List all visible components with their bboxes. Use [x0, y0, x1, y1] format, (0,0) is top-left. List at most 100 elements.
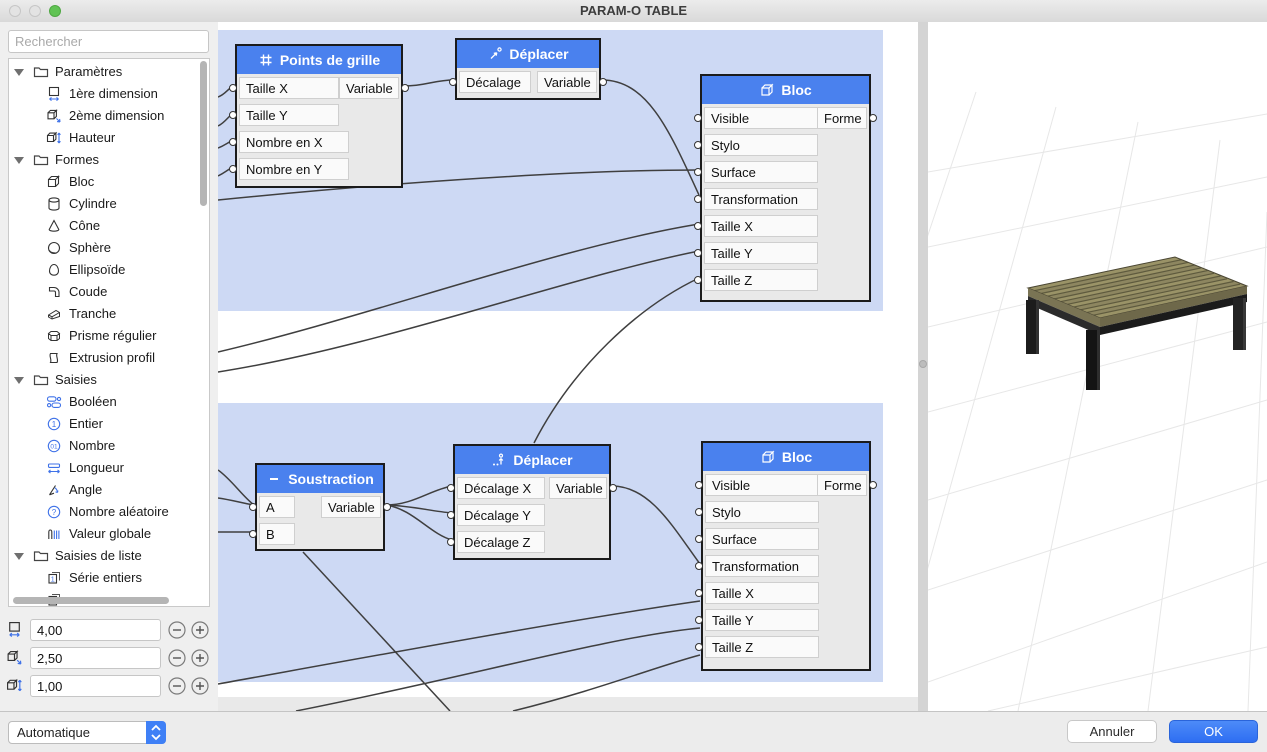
tree-item-bloc[interactable]: Bloc [9, 171, 209, 193]
tree-item-serie-entiers[interactable]: Série entiers [9, 567, 209, 589]
tree-folder-formes[interactable]: Formes [9, 149, 209, 171]
tree-item-booleen[interactable]: Booléen [9, 391, 209, 413]
height-value-input[interactable] [30, 675, 161, 697]
input-taille-x[interactable]: Taille X [694, 215, 818, 237]
preview-3d-viewport[interactable] [928, 22, 1267, 711]
input-transformation[interactable]: Transformation [694, 188, 818, 210]
cancel-button[interactable]: Annuler [1067, 720, 1157, 743]
node-graph-canvas[interactable]: Points de grille Taille X Taille Y Nombr… [218, 22, 918, 711]
tree-item-1ere-dimension[interactable]: 1ère dimension [9, 83, 209, 105]
pane-splitter[interactable] [918, 22, 928, 711]
decrement-button[interactable] [168, 649, 186, 667]
input-taille-y[interactable]: Taille Y [694, 242, 818, 264]
node-bloc-bas[interactable]: Bloc Visible Stylo Surface Transformatio… [695, 441, 877, 671]
mode-select[interactable]: Automatique [8, 721, 166, 744]
output-port[interactable] [869, 114, 877, 122]
input-taille-x[interactable]: Taille X [229, 77, 339, 99]
input-port[interactable] [694, 141, 702, 149]
input-nombre-en-x[interactable]: Nombre en X [229, 131, 349, 153]
tree-item-coude[interactable]: Coude [9, 281, 209, 303]
node-deplacer-haut[interactable]: Déplacer Décalage Variable [449, 38, 607, 100]
node-header[interactable]: Déplacer [455, 446, 609, 474]
input-port[interactable] [695, 643, 703, 651]
tree-item-cone[interactable]: Cône [9, 215, 209, 237]
tree-item-nombre-aleatoire[interactable]: Nombre aléatoire [9, 501, 209, 523]
input-stylo[interactable]: Stylo [694, 134, 818, 156]
input-port[interactable] [229, 111, 237, 119]
ok-button[interactable]: OK [1169, 720, 1258, 743]
search-input[interactable] [8, 30, 209, 53]
node-header[interactable]: Déplacer [457, 40, 599, 68]
input-port[interactable] [249, 530, 257, 538]
input-a[interactable]: A [249, 496, 295, 518]
tree-item-nombre[interactable]: Nombre [9, 435, 209, 457]
splitter-handle-icon[interactable] [919, 360, 927, 368]
input-port[interactable] [229, 165, 237, 173]
input-decalage-z[interactable]: Décalage Z [447, 531, 545, 553]
input-taille-z[interactable]: Taille Z [695, 636, 819, 658]
tree-item-longueur[interactable]: Longueur [9, 457, 209, 479]
input-port[interactable] [695, 481, 703, 489]
input-taille-y[interactable]: Taille Y [695, 609, 819, 631]
increment-button[interactable] [191, 649, 209, 667]
input-port[interactable] [447, 538, 455, 546]
input-port[interactable] [694, 114, 702, 122]
input-decalage-x[interactable]: Décalage X [447, 477, 545, 499]
input-decalage[interactable]: Décalage [449, 71, 531, 93]
minimize-window-icon[interactable] [29, 5, 41, 17]
depth-value-input[interactable] [30, 647, 161, 669]
input-port[interactable] [695, 616, 703, 624]
input-taille-x[interactable]: Taille X [695, 582, 819, 604]
input-taille-y[interactable]: Taille Y [229, 104, 339, 126]
node-points-de-grille[interactable]: Points de grille Taille X Taille Y Nombr… [229, 44, 409, 188]
input-port[interactable] [229, 84, 237, 92]
node-header[interactable]: Points de grille [237, 46, 401, 74]
input-stylo[interactable]: Stylo [695, 501, 819, 523]
output-port[interactable] [869, 481, 877, 489]
output-port[interactable] [609, 484, 617, 492]
increment-button[interactable] [191, 677, 209, 695]
input-surface[interactable]: Surface [694, 161, 818, 183]
output-port[interactable] [383, 503, 391, 511]
node-header[interactable]: Bloc [702, 76, 869, 104]
input-port[interactable] [694, 168, 702, 176]
input-port[interactable] [695, 589, 703, 597]
node-deplacer-bas[interactable]: Déplacer Décalage X Décalage Y Décalage … [447, 444, 617, 560]
node-header[interactable]: Soustraction [257, 465, 383, 493]
tree-item-extrusion-profil[interactable]: Extrusion profil [9, 347, 209, 369]
close-window-icon[interactable] [9, 5, 21, 17]
input-port[interactable] [695, 535, 703, 543]
tree-item-angle[interactable]: Angle [9, 479, 209, 501]
input-transformation[interactable]: Transformation [695, 555, 819, 577]
decrement-button[interactable] [168, 677, 186, 695]
input-port[interactable] [695, 508, 703, 516]
width-value-input[interactable] [30, 619, 161, 641]
input-port[interactable] [694, 276, 702, 284]
tree-item-2eme-dimension[interactable]: 2ème dimension [9, 105, 209, 127]
input-port[interactable] [694, 195, 702, 203]
output-forme[interactable]: Forme [817, 107, 877, 129]
increment-button[interactable] [191, 621, 209, 639]
tree-item-tranche[interactable]: Tranche [9, 303, 209, 325]
output-variable[interactable]: Variable [339, 77, 409, 99]
input-port[interactable] [447, 484, 455, 492]
tree-item-ellipsoide[interactable]: Ellipsoïde [9, 259, 209, 281]
tree-folder-saisies-de-liste[interactable]: Saisies de liste [9, 545, 209, 567]
input-port[interactable] [695, 562, 703, 570]
input-nombre-en-y[interactable]: Nombre en Y [229, 158, 349, 180]
input-port[interactable] [694, 222, 702, 230]
tree-item-cylindre[interactable]: Cylindre [9, 193, 209, 215]
tree-folder-saisies[interactable]: Saisies [9, 369, 209, 391]
input-port[interactable] [449, 78, 457, 86]
input-surface[interactable]: Surface [695, 528, 819, 550]
input-port[interactable] [249, 503, 257, 511]
tree-item-prisme-regulier[interactable]: Prisme régulier [9, 325, 209, 347]
input-visible[interactable]: Visible [695, 474, 819, 496]
output-variable[interactable]: Variable [537, 71, 607, 93]
tree-horizontal-scrollbar[interactable] [13, 597, 169, 604]
output-forme[interactable]: Forme [817, 474, 877, 496]
tree-folder-parametres[interactable]: Paramètres [9, 61, 209, 83]
output-variable[interactable]: Variable [321, 496, 391, 518]
input-decalage-y[interactable]: Décalage Y [447, 504, 545, 526]
input-port[interactable] [229, 138, 237, 146]
